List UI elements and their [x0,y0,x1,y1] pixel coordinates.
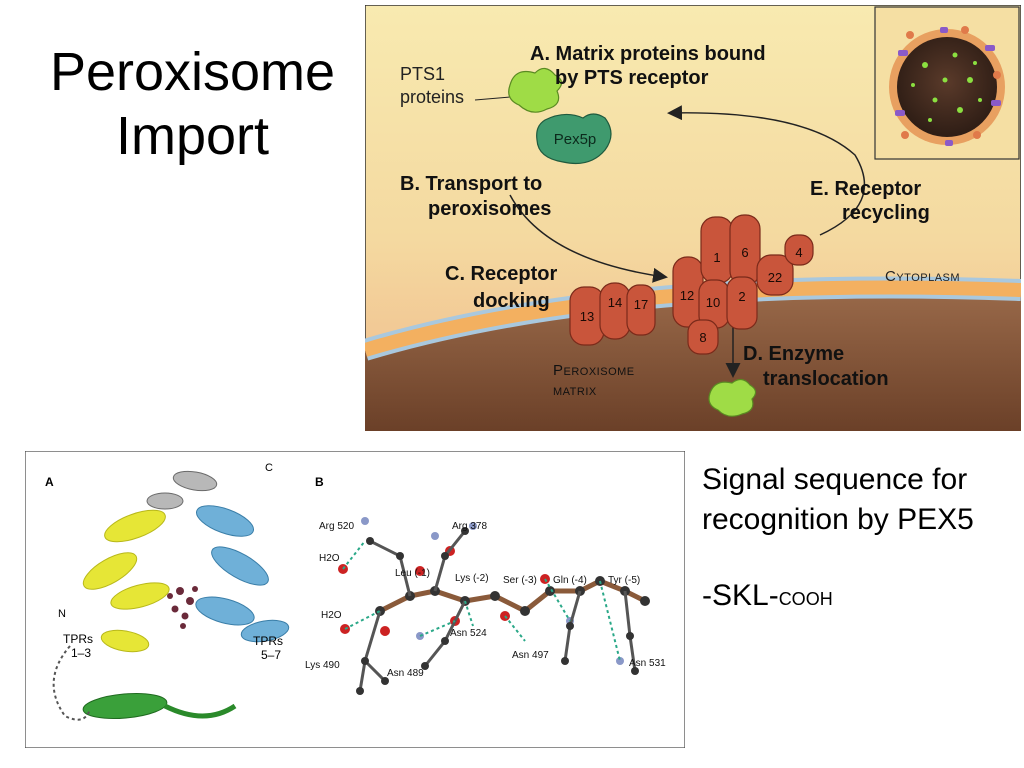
step-c-line1: C. Receptor [445,263,557,285]
signal-line-1: Signal sequence for [702,463,968,496]
pts1-protein [508,67,563,113]
label-ser: Ser (-3) [503,575,537,586]
pts1-label-line1: PTS1 [400,64,445,84]
label-h2o-1: H2O [319,553,340,564]
signal-line-2: recognition by PEX5 [702,503,974,536]
transport-arrow [509,194,668,283]
panel-b-label: B [315,475,324,489]
signal-sequence-text: Signal sequence for recognition by PEX5 … [702,460,1017,619]
label-lys490: Lys 490 [305,660,340,671]
step-b-line2: peroxisomes [428,198,551,220]
cytoplasm-label: Cytoplasm [885,268,960,285]
residue-labels: Arg 520 Arg 378 H2O Leu (-1) Lys (-2) Se… [305,521,666,679]
pex5-structure-figure: A C N [25,451,685,748]
pex17 [626,284,656,336]
panel-a-label: A [45,475,54,489]
pex-label-8: 8 [699,330,706,345]
title-line-2: Import [115,106,270,166]
pex-label-12: 12 [680,288,694,303]
label-asn531: Asn 531 [629,658,666,669]
slide-title: Peroxisome Import [20,40,365,168]
pex14 [599,282,631,340]
peroxin-complex [569,214,814,355]
peroxisome-import-diagram: Pex5p 13 14 17 12 1 6 10 2 22 4 8 PTS1 p… [365,5,1021,431]
label-tyr: Tyr (-5) [608,575,640,586]
pex-label-13: 13 [580,309,594,324]
pex-label-1: 1 [713,250,720,265]
peroxin-labels: 13 14 17 12 1 6 10 2 22 4 8 [580,245,803,345]
pts1-leader-line [474,96,511,101]
label-leu: Leu (-1) [395,568,430,579]
tprs-left-line1: TPRs [63,632,93,646]
pex-label-14: 14 [608,295,622,310]
step-b-line1: B. Transport to [400,173,542,195]
panel-b-interactions: B Arg 520 Arg 3 [305,475,666,695]
tprs-right-line2: 5–7 [261,648,281,662]
label-arg378: Arg 378 [452,521,487,532]
label-h2o-2: H2O [321,610,342,621]
tprs-right-line1: TPRs [253,634,283,648]
pex-label-4: 4 [795,245,802,260]
translocated-enzyme [708,378,757,417]
step-c-line2: docking [473,290,550,312]
c-terminus-label: C [265,462,273,474]
skl-text: -SKL- [702,579,779,612]
bound-peptide [167,586,198,629]
hydrogen-bonds [342,540,621,662]
recycling-arrow [667,105,866,236]
pex2 [726,276,758,330]
pex-label-10: 10 [706,295,720,310]
step-e-line2: recycling [842,202,930,224]
step-d-line2: translocation [763,368,889,390]
label-asn524: Asn 524 [450,628,487,639]
pex-label-2: 2 [738,289,745,304]
label-gln: Gln (-4) [553,575,587,586]
tprs-left-line2: 1–3 [71,646,91,660]
pex4 [784,234,814,266]
step-a-line1: A. Matrix proteins bound [530,43,766,65]
pex22 [756,254,794,296]
step-d-line1: D. Enzyme [743,343,844,365]
pts1-label-line2: proteins [400,87,464,107]
label-asn497: Asn 497 [512,650,549,661]
label-lys2: Lys (-2) [455,573,489,584]
peroxisome-inset [874,6,1020,160]
n-terminus-label: N [58,608,66,620]
label-arg520: Arg 520 [319,521,354,532]
pex-label-22: 22 [768,270,782,285]
skl-motif: -SKL-COOH [702,576,1017,619]
title-line-1: Peroxisome [49,42,336,102]
step-e-line1: E. Receptor [810,178,921,200]
cooh-text: COOH [778,589,833,609]
step-a-line2: by PTS receptor [555,67,709,89]
pex-label-17: 17 [634,297,648,312]
pex8 [687,319,719,355]
pex5p-receptor: Pex5p [536,113,612,165]
label-asn489: Asn 489 [387,668,424,679]
matrix-label-line1: Peroxisome [553,362,635,379]
pex5p-label: Pex5p [554,131,597,148]
panel-a-ribbon: A C N [45,462,290,721]
matrix-label-line2: matrix [553,382,597,399]
pex-label-6: 6 [741,245,748,260]
disordered-loop [52,645,91,721]
